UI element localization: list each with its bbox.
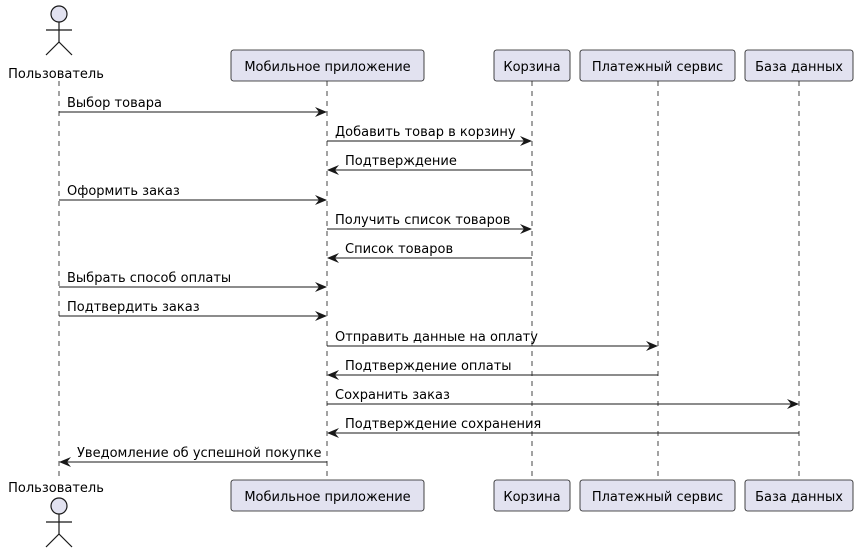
participant-rect [579, 49, 736, 82]
message-11: Сохранить заказ [327, 388, 799, 409]
message-label: Отправить данные на оплату [335, 330, 538, 345]
message-label: Выбрать способ оплаты [67, 271, 231, 286]
participant-rect [493, 479, 571, 512]
participant-rect [744, 479, 854, 512]
participant-label-bottom: Пользователь [8, 481, 104, 496]
message-label: Получить список товаров [335, 213, 510, 228]
message-label: Сохранить заказ [335, 388, 450, 403]
message-9: Отправить данные на оплату [327, 330, 658, 351]
message-6: Список товаров [327, 242, 532, 263]
participant-label: База данных [755, 60, 843, 75]
message-4: Оформить заказ [59, 184, 327, 205]
message-label: Уведомление об успешной покупке [77, 446, 321, 461]
participant-label: Мобильное приложение [244, 490, 410, 505]
participant-box-payment-top: Платежный сервис [579, 49, 736, 82]
message-12: Подтверждение сохранения [327, 417, 799, 438]
message-label: Подтверждение оплаты [345, 359, 512, 374]
participant-label: Мобильное приложение [244, 60, 410, 75]
participant-label: Корзина [503, 490, 560, 505]
message-2: Добавить товар в корзину [327, 125, 532, 146]
actor-right-leg [58, 533, 73, 548]
actor-head [50, 5, 68, 23]
participant-rect [579, 479, 736, 512]
message-1: Выбор товара [59, 96, 327, 117]
participant-label: Корзина [503, 60, 560, 75]
participant-rect [744, 49, 854, 82]
participant-rect [493, 49, 571, 82]
actor-left-leg [45, 533, 60, 548]
participant-label: База данных [755, 490, 843, 505]
participant-box-db-bottom: База данных [744, 479, 854, 512]
participant-box-db-top: База данных [744, 49, 854, 82]
actor-left-leg [45, 41, 60, 56]
message-label: Подтверждение сохранения [345, 417, 541, 432]
actor-head [50, 497, 68, 515]
actor-top: Пользователь [8, 5, 104, 82]
message-13: Уведомление об успешной покупке [59, 446, 327, 467]
message-label: Выбор товара [67, 96, 162, 111]
message-3: Подтверждение [327, 154, 532, 175]
participant-label-top: Пользователь [8, 67, 104, 82]
participant-rect [230, 479, 425, 512]
message-5: Получить список товаров [327, 213, 532, 234]
participant-label: Платежный сервис [592, 60, 723, 75]
participant-box-payment-bottom: Платежный сервис [579, 479, 736, 512]
message-10: Подтверждение оплаты [327, 359, 658, 380]
message-8: Подтвердить заказ [59, 300, 327, 321]
participant-rect [230, 49, 425, 82]
participant-box-app-bottom: Мобильное приложение [230, 479, 425, 512]
message-label: Список товаров [345, 242, 453, 257]
message-label: Подтверждение [345, 154, 457, 169]
message-label: Подтвердить заказ [67, 300, 200, 315]
participant-box-cart-bottom: Корзина [493, 479, 571, 512]
message-7: Выбрать способ оплаты [59, 271, 327, 292]
message-label: Оформить заказ [67, 184, 180, 199]
participant-box-app-top: Мобильное приложение [230, 49, 425, 82]
actor-right-leg [58, 41, 73, 56]
message-label: Добавить товар в корзину [335, 125, 516, 140]
actor-bottom: Пользователь [8, 481, 104, 548]
participant-label: Платежный сервис [592, 490, 723, 505]
participant-box-cart-top: Корзина [493, 49, 571, 82]
